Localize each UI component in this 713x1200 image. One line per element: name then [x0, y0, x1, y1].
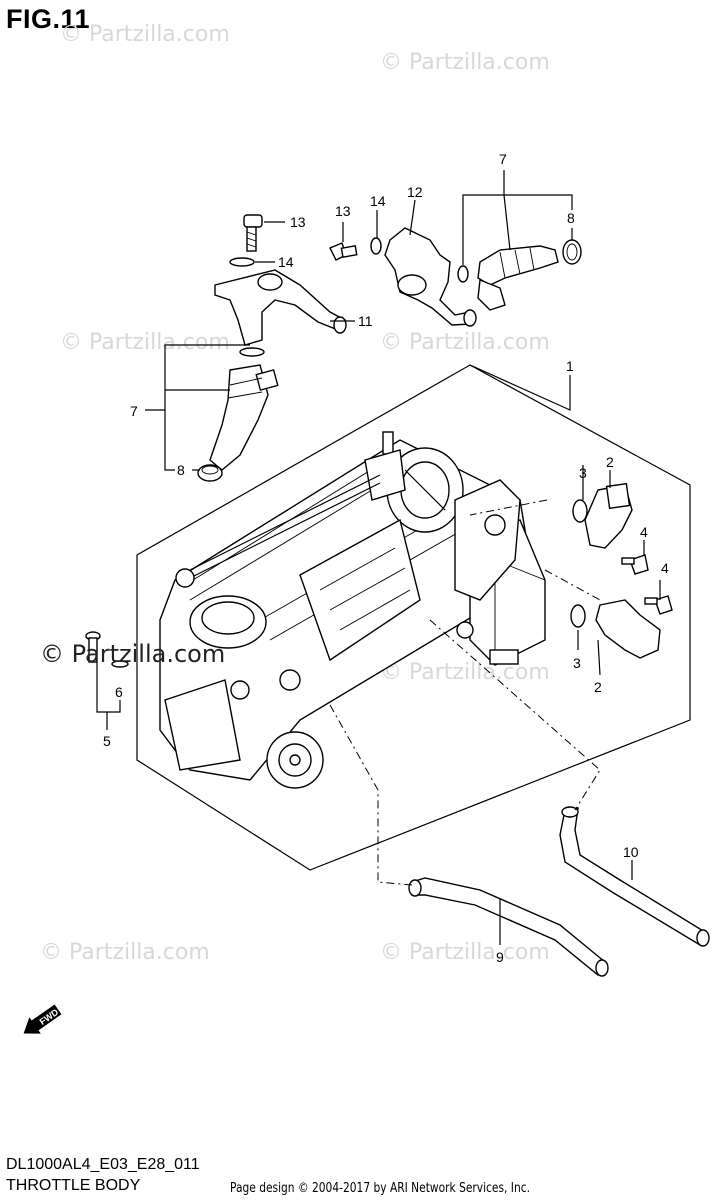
callout-4: 4	[640, 524, 648, 540]
callout-12: 12	[407, 184, 423, 200]
callout-3: 3	[579, 465, 587, 481]
throttle-body-assembly	[159, 431, 546, 789]
screw-5-6	[85, 631, 129, 668]
callout-4: 4	[661, 560, 669, 576]
hoses	[408, 806, 710, 977]
callout-2: 2	[594, 679, 602, 695]
figure-title: FIG.11	[6, 4, 91, 34]
callout-13: 13	[335, 203, 351, 219]
watermark: © Partzilla.com	[40, 940, 210, 965]
callout-7: 7	[130, 403, 138, 419]
callout-6: 6	[115, 684, 123, 700]
watermark: © Partzilla.com	[380, 940, 550, 965]
diagram-name: THROTTLE BODY	[6, 1177, 141, 1194]
watermark: © Partzilla.com	[60, 330, 230, 355]
callout-5: 5	[103, 733, 111, 749]
watermark-overlay: © Partzilla.com	[40, 640, 226, 668]
callout-10: 10	[623, 844, 639, 860]
callout-14: 14	[370, 193, 386, 209]
callout-3: 3	[573, 655, 581, 671]
callout-8: 8	[567, 210, 575, 226]
watermark: © Partzilla.com	[380, 330, 550, 355]
callout-lines	[96, 170, 661, 945]
callout-2: 2	[606, 454, 614, 470]
callout-11: 11	[358, 313, 373, 329]
injector-right	[329, 227, 582, 327]
watermark: © Partzilla.com	[60, 22, 230, 47]
page-credit: Page design © 2004-2017 by ARI Network S…	[230, 1181, 530, 1196]
callout-14: 14	[278, 254, 294, 270]
assembly-outline	[136, 364, 691, 871]
injector-left	[197, 214, 347, 482]
callout-8: 8	[177, 462, 185, 478]
watermark: © Partzilla.com	[380, 50, 550, 75]
callout-13: 13	[290, 214, 306, 230]
sensors	[570, 482, 673, 659]
callout-7: 7	[499, 151, 507, 167]
diagram-code: DL1000AL4_E03_E28_011	[6, 1156, 200, 1173]
watermark: © Partzilla.com	[380, 660, 550, 685]
callout-9: 9	[496, 949, 504, 965]
callout-1: 1	[566, 358, 574, 374]
fwd-arrow: FWD	[23, 1004, 62, 1034]
